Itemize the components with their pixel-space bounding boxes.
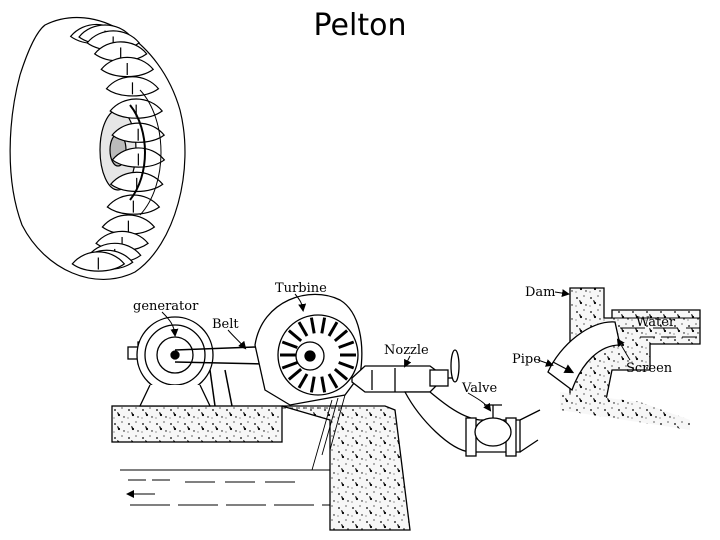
- turbine-blade: [309, 376, 316, 393]
- nozzle-pier: [281, 405, 411, 531]
- reservoir-water: [612, 317, 700, 338]
- turbine-blade: [297, 321, 309, 337]
- turbine-blade: [309, 317, 316, 334]
- label-belt: Belt: [212, 317, 239, 332]
- turbine-blade: [320, 317, 327, 334]
- nozzle: [351, 349, 460, 393]
- label-generator: generator: [133, 299, 199, 314]
- turbine-blade: [320, 376, 327, 393]
- turbine-blade: [281, 340, 298, 349]
- turbine-blade: [327, 321, 339, 337]
- tailrace-water: [120, 469, 330, 506]
- turbine: [254, 293, 363, 406]
- turbine-blade: [287, 329, 303, 343]
- turbine-blade: [338, 361, 355, 370]
- label-valve: Valve: [461, 381, 497, 396]
- label-turbine: Turbine: [275, 281, 327, 296]
- label-water: Water: [636, 315, 676, 330]
- penstock-pipe: [403, 391, 541, 457]
- label-screen: Screen: [626, 361, 673, 376]
- turbine-blade: [333, 329, 349, 343]
- label-dam: Dam: [525, 285, 556, 300]
- turbine-blade: [281, 361, 298, 370]
- turbine-blade: [338, 340, 355, 349]
- label-nozzle: Nozzle: [384, 343, 429, 358]
- water-jet: [311, 394, 346, 471]
- turbine-blade: [297, 373, 309, 389]
- generator-foundation: [111, 405, 283, 443]
- pelton-wheel-drawing: [9, 16, 186, 280]
- turbine-blade: [333, 367, 349, 381]
- turbine-blade: [327, 373, 339, 389]
- slide-title: Pelton: [313, 8, 407, 43]
- label-pipe: Pipe: [512, 352, 541, 367]
- dam-intake-pipe: [547, 321, 621, 392]
- turbine-blade: [287, 367, 303, 381]
- generator: [127, 316, 214, 407]
